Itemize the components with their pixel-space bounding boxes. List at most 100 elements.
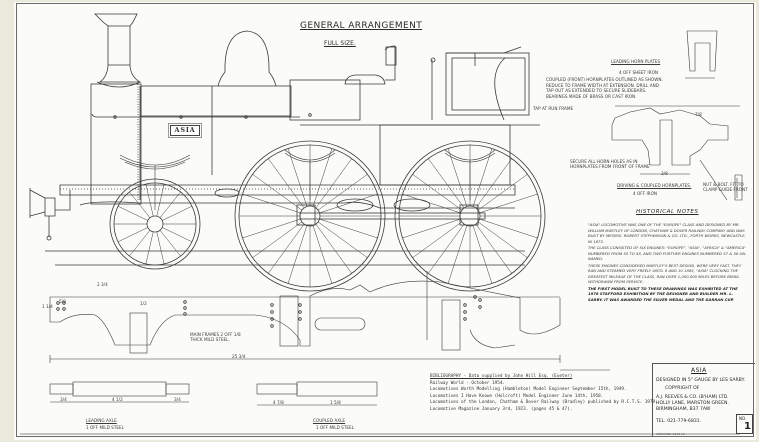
tap-frame-label: TAP AT RUN FRAME (533, 106, 574, 111)
wheel-spoke (475, 158, 512, 209)
rivet (56, 301, 60, 305)
chimney (94, 13, 142, 88)
dimension-label: 4 7/8 (273, 400, 284, 405)
rivet (463, 310, 467, 314)
rivet (183, 300, 187, 304)
wheel-spoke (159, 191, 181, 218)
rivet (62, 307, 66, 311)
dimension-label: 1 5/8 (330, 400, 341, 405)
frame-rivets (56, 295, 482, 328)
wheel-spoke (317, 174, 368, 211)
wheel-spoke (129, 191, 151, 218)
wheel-spoke (402, 193, 461, 214)
wheel-spoke (268, 223, 305, 274)
rivet (463, 303, 467, 307)
dimension-label: 2 3/4 (97, 282, 108, 287)
wheel-spoke (479, 218, 538, 239)
wheel-spoke (312, 225, 333, 284)
rivet (270, 310, 274, 314)
running-plate (29, 184, 525, 266)
builders-plate (214, 188, 240, 198)
frames-note: MAIN FRAMES 2 OFF 1/8 THICK MILD STEEL. (190, 332, 241, 342)
wheel-spoke (156, 231, 165, 265)
wheel-spoke (129, 230, 151, 257)
wheel-spoke (319, 218, 378, 239)
rivet (478, 305, 482, 309)
wheel-spoke (315, 158, 352, 209)
dimension-label: 3/4 (60, 397, 67, 402)
locomotive-nameplate: ASIA (168, 123, 202, 138)
historical-notes-paragraph: THESE ENGINES CONSIDERED MARTLEY'S BEST … (588, 262, 742, 285)
title-block-company: A.J. REEVES & CO. (B'HAM) LTD. (656, 395, 729, 400)
bolt-note: NUT & BOLT. FIT TO CLAMP GUIDE FRONT (703, 182, 748, 193)
sheet-number-label: NO. (739, 416, 747, 421)
wheel-spoke (472, 148, 493, 207)
rivet (270, 317, 274, 321)
coupled-axle-material: 1 OFF MILD STEEL (316, 425, 355, 430)
rivet (298, 310, 302, 314)
bibliography-entry: Locomotives Worth Modelling (Hambleton) … (430, 387, 627, 393)
leading-horn-plates-qty: 4 OFF SHEET IRON (619, 70, 659, 75)
wheel-spoke (242, 218, 301, 239)
wheel-spoke (447, 225, 468, 284)
rivet (298, 303, 302, 307)
rivet (62, 301, 66, 305)
historical-notes-title: HISTORICAL NOTES (636, 209, 699, 215)
drawing-scale-label: FULL SIZE. (324, 40, 356, 47)
title-block-address2: BIRMINGHAM, B37 7AW (656, 407, 711, 412)
dimension-label: 1 1/4 (42, 304, 53, 309)
dimension-label: 3/4 (174, 397, 181, 402)
dimension-label: 5/8 (59, 299, 66, 304)
main-frame-drawing (49, 280, 561, 363)
leading-horn-plate-drawing (685, 30, 718, 79)
wheel-spoke (475, 223, 512, 274)
wheel-spoke (162, 205, 193, 221)
rivet (473, 295, 477, 299)
driving-horn-plate-drawing (611, 105, 743, 201)
horn-drill-note: SECURE ALL HORN HOLES AS IN HORNPLATES F… (570, 159, 650, 169)
coupled-axle-title: COUPLED AXLE (313, 418, 346, 423)
wheel-spoke (117, 205, 148, 221)
wheel-spoke (479, 193, 538, 214)
leading-horn-plates-title: LEADING HORN PLATES (611, 59, 661, 64)
dimension-label: 4 1/2 (112, 397, 123, 402)
drivers-horn-plates-qty: 4 OFF IRON (633, 191, 658, 196)
title-block-telephone: TEL. 021-779-6831. (656, 419, 702, 424)
rivet (56, 307, 60, 311)
dimension-label: 1/2 (140, 301, 147, 306)
wheel-spoke (402, 218, 461, 239)
historical-notes-final: THE FIRST MODEL BUILT TO THESE DRAWINGS … (588, 285, 738, 302)
bibliography-entry: Locomotive Magazine January 3rd, 1923. (… (430, 406, 573, 412)
wheel-spoke (252, 221, 303, 258)
historical-notes-paragraph: THE CLASS CONSISTED OF SIX ENGINES: "EUR… (588, 245, 747, 261)
wheel-spoke (428, 223, 465, 274)
wheel-spoke (242, 193, 301, 214)
wheel-spoke (317, 221, 368, 258)
wheel-spoke (312, 148, 333, 207)
rivet (183, 312, 187, 316)
wheel-spoke (162, 227, 193, 243)
title-block-designed: DESIGNED IN 5" GAUGE BY LES SARBY. (656, 378, 745, 383)
rivet (478, 298, 482, 302)
bibliography-entry: Locomotives of the London, Chatham & Dov… (430, 400, 658, 406)
bibliography: BIBLIOGRAPHY - Data supplied by John Hil… (430, 374, 658, 414)
wheel-spokes (114, 145, 541, 287)
rivet (270, 303, 274, 307)
wheel-spoke (287, 148, 308, 207)
wheel-spoke (412, 221, 463, 258)
sheet-number-box: NO. 1 (736, 414, 753, 434)
dimension-label: 3/8 (661, 171, 668, 176)
wheel-spoke (477, 174, 528, 211)
coupling-rod (296, 198, 486, 226)
wheel-spoke (159, 230, 181, 257)
leaf-springs (119, 149, 496, 210)
rivet (298, 317, 302, 321)
firebox-and-cab (289, 45, 540, 186)
coupled-horn-note: COUPLED (FRONT) HORNPLATES OUTLINED AS S… (546, 77, 663, 100)
bibliography-heading: BIBLIOGRAPHY - Data supplied by John Hil… (430, 374, 573, 379)
title-block-address1: HOLLY LANE, MARSTON GREEN. (656, 401, 729, 406)
title-block-footer: ARCHIVED 1978 LS (656, 432, 685, 436)
leading-axle-material: 1 OFF MILD STEEL (86, 425, 125, 430)
rivet (270, 324, 274, 328)
wheel-spoke (156, 183, 165, 217)
